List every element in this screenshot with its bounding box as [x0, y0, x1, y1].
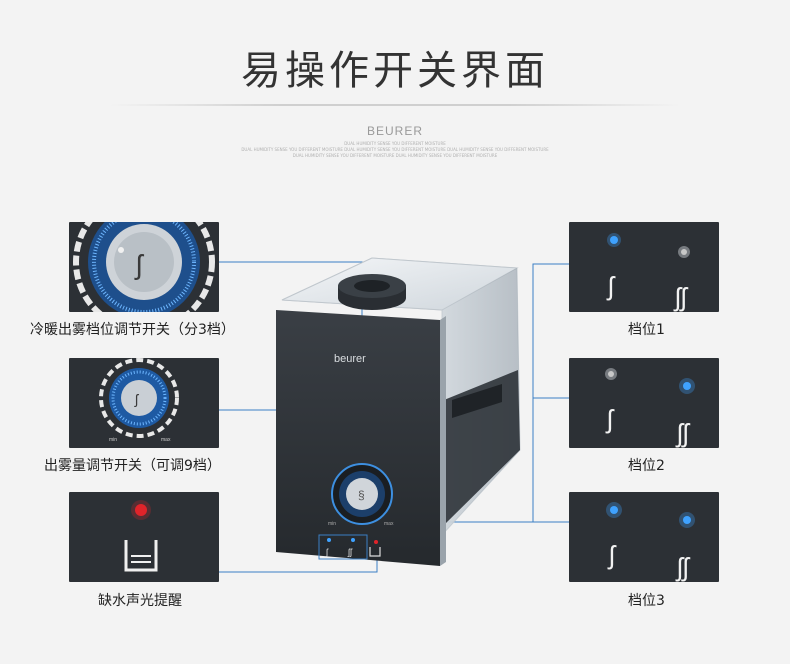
- svg-text:ʃ: ʃ: [605, 404, 615, 434]
- volume-dial-max-label: max: [161, 437, 171, 443]
- caption-level-1: 档位1: [628, 322, 665, 338]
- volume-dial-icon: ʃ min max: [99, 358, 179, 443]
- page-title: 易操作开关界面: [241, 48, 549, 94]
- caption-mode-switch: 冷暖出雾档位调节开关（分3档）: [30, 322, 235, 338]
- tagline-line-2: DUAL HUMIDITY SENSE YOU DIFFERENT MOISTU…: [241, 147, 549, 152]
- device-dial-min: min: [328, 521, 336, 527]
- svg-text:ʃ: ʃ: [606, 271, 616, 301]
- caption-volume-dial: 出雾量调节开关（可调9档）: [44, 458, 221, 474]
- svg-text:ʃ: ʃ: [134, 391, 140, 407]
- title-divider: [110, 104, 680, 106]
- brand-watermark: BEURER: [366, 124, 423, 138]
- caption-level-2: 档位2: [628, 458, 665, 474]
- level-2-closeup: ʃ ʃʃ: [569, 358, 719, 448]
- svg-text:ʃ: ʃ: [325, 547, 329, 557]
- device-logo-text: beurer: [334, 353, 366, 365]
- volume-dial-closeup: ʃ min max: [69, 358, 219, 448]
- mode-dial-icon: ʃ: [73, 222, 215, 312]
- svg-text:ʃ: ʃ: [134, 249, 145, 280]
- svg-text:ʃʃ: ʃʃ: [673, 282, 689, 312]
- level-3-indicator-icons: ʃ ʃʃ: [606, 502, 695, 582]
- tagline-line-3: DUAL HUMIDITY SENSE YOU DIFFERENT MOISTU…: [292, 153, 498, 158]
- svg-text:ʃʃ: ʃʃ: [347, 547, 353, 557]
- level-2-indicator-icons: ʃ ʃʃ: [605, 368, 695, 448]
- svg-text:ʃ: ʃ: [607, 540, 617, 570]
- svg-text:ʃʃ: ʃʃ: [675, 552, 691, 582]
- tagline-line-1: DUAL HUMIDITY SENSE YOU DIFFERENT MOISTU…: [344, 141, 446, 146]
- humidifier-illustration: beurer § min max ʃ ʃʃ: [276, 257, 521, 566]
- level-3-closeup: ʃ ʃʃ: [569, 492, 719, 582]
- volume-dial-min-label: min: [109, 437, 117, 443]
- mode-switch-closeup: ʃ: [69, 222, 219, 312]
- svg-text:ʃʃ: ʃʃ: [675, 418, 691, 448]
- water-alarm-closeup: [69, 492, 219, 582]
- level-1-indicator-icons: ʃ ʃʃ: [606, 233, 690, 312]
- level-1-closeup: ʃ ʃʃ: [569, 222, 719, 312]
- svg-text:§: §: [358, 488, 365, 502]
- device-dial-max: max: [384, 521, 394, 527]
- water-alarm-icon: [124, 500, 158, 572]
- caption-level-3: 档位3: [628, 593, 665, 609]
- caption-water-alarm: 缺水声光提醒: [98, 593, 182, 609]
